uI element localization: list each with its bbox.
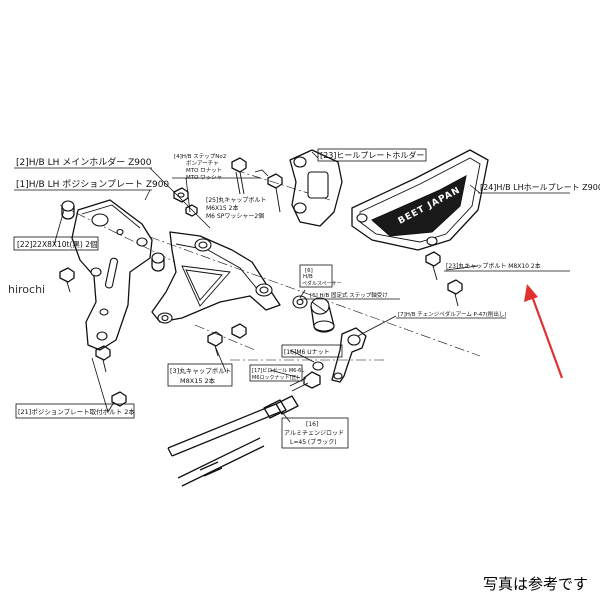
label-change-pedal-arm: [7]H/B チェンジペダルアーム P-47(削出し)	[398, 310, 507, 318]
label-cap-bolt-m8x15: [3]丸キャップボルト	[170, 366, 231, 375]
label-sp-washer: M6 SPワッシャー2個	[206, 212, 264, 220]
heel-plate-part: BEET JAPAN	[351, 149, 489, 251]
label-cap-bolt-m8x15-size: M8X15 2本	[180, 376, 216, 385]
label-heel-plate-holder: [23]ヒールプレートホルダー	[320, 150, 424, 160]
heel-plate-holder-part	[289, 149, 343, 227]
part-labels: [2]H/B LH メインホルダー Z900 [1]H/B LH ポジションプレ…	[16, 150, 600, 446]
label-change-rod-length: L=45 (ブラック)	[290, 438, 337, 446]
label-position-plate: [1]H/B LH ポジションプレート Z900	[16, 179, 169, 190]
main-holder-part	[151, 231, 281, 324]
label-step-part-c: MTO ロナット	[186, 167, 222, 174]
bolt-set-lower	[59, 267, 247, 407]
label-lock-nut: M6ロックナット(正)	[252, 375, 298, 381]
label-pedal-spacer: ペダルスペーサー	[302, 280, 342, 287]
label-boxes	[13, 148, 570, 449]
label-pillow-ball: [17]ピロボール M6-6L	[252, 367, 304, 374]
label-step-part-d: MTO ワッシャ	[186, 174, 222, 181]
label-step-bearing: [6] H/B 固定式 ステップ軸受け	[310, 291, 388, 299]
bolt-set-right	[425, 251, 463, 307]
label-heel-plate: [24]H/B LHホールプレート Z900	[480, 183, 600, 192]
label-spacer-6-hb: H/B	[303, 274, 313, 280]
watermark-text: hirochi	[8, 283, 46, 296]
red-pointer-arrow	[524, 284, 564, 379]
label-change-rod: アルミチェンジロッド	[284, 430, 344, 437]
label-change-rod-no: [16]	[306, 421, 318, 428]
label-cap-bolt-m8: [23]丸キャップボルト M8X10 2本	[446, 262, 541, 270]
label-cap-bolt-m6: [25]丸キャップボルト	[206, 196, 266, 204]
bolt-set-upper	[173, 157, 283, 217]
label-u-nut: [16]M6 Uナット	[284, 349, 330, 356]
label-position-plate-bolt: [21]ポジションプレート取付ボルト 2本	[18, 407, 135, 416]
label-step-part-b: ボンアーチャ	[186, 159, 219, 167]
position-plate-part	[71, 199, 153, 351]
spacer-collars	[61, 200, 165, 272]
center-axis-lines	[59, 169, 481, 361]
pedal-spacer-part	[292, 295, 335, 333]
label-spacer: [22]22X8X10t(黒) 2個	[17, 239, 97, 249]
change-rod-part	[167, 395, 299, 487]
label-step-no2: [4]H/B ステップNo2	[174, 153, 226, 160]
reference-photo-note: 写真は参考です	[482, 575, 588, 593]
change-pedal-arm-part	[331, 327, 367, 383]
label-main-holder: [2]H/B LH メインホルダー Z900	[16, 156, 152, 168]
leader-lines	[53, 151, 481, 423]
label-spacer-6: [6]	[305, 268, 313, 274]
pillow-ball-assembly	[289, 361, 324, 392]
label-cap-bolt-m6-size: M6X15 2本	[206, 204, 238, 212]
